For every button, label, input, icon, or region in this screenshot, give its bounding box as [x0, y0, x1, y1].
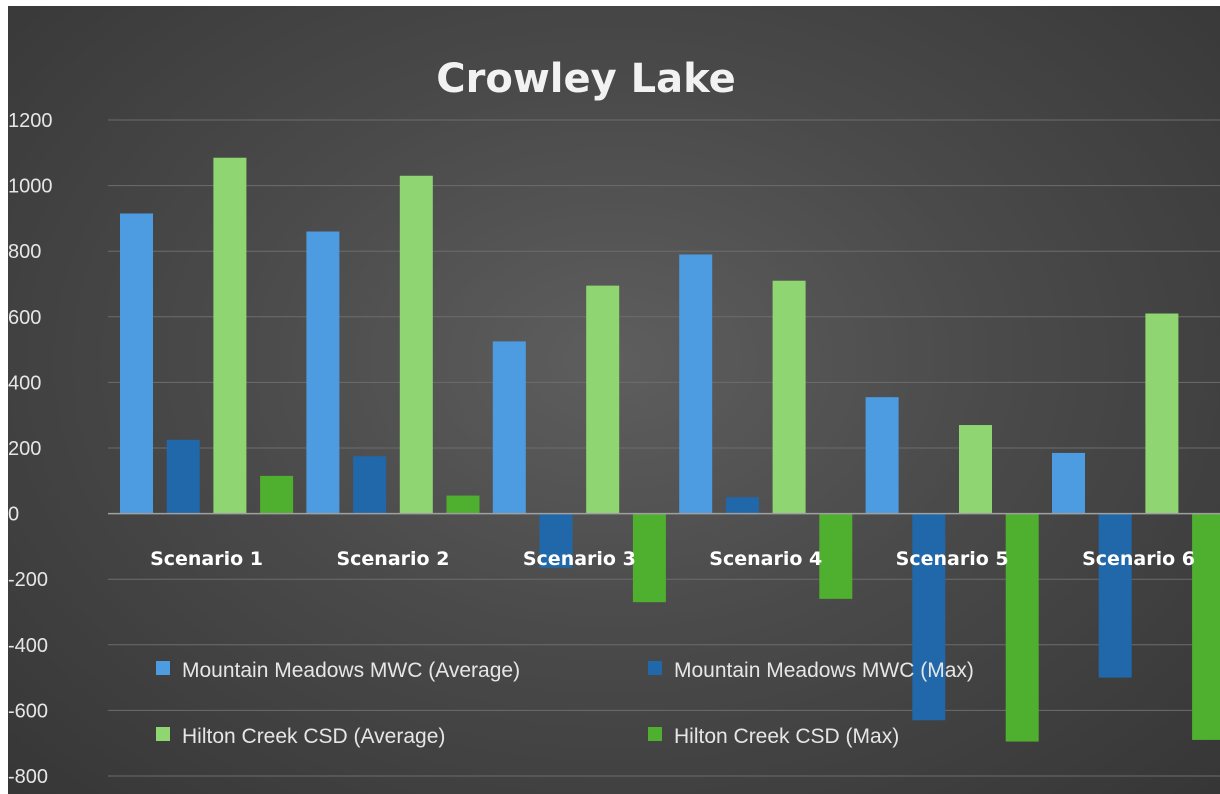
bar [1192, 513, 1220, 740]
bar [306, 231, 340, 514]
y-axis-ticks: 1200 1000 800 600 400 200 0 -200 -400 -600 -800 [8, 110, 53, 788]
chart-area: 1200 1000 800 600 400 200 0 -200 -400 -600 -800 Sc… [8, 6, 1220, 794]
bar [213, 157, 247, 514]
bar [679, 254, 713, 514]
legend-swatch [648, 727, 662, 741]
y-tick-label: 1200 [8, 110, 53, 132]
legend-label: Mountain Meadows MWC (Max) [674, 659, 974, 682]
bar [725, 497, 759, 514]
bar [120, 213, 153, 514]
bar [539, 513, 573, 568]
legend-label: Hilton Creek CSD (Max) [674, 725, 899, 748]
x-tick-label: Scenario 2 [336, 548, 449, 570]
bar [772, 280, 806, 514]
bar [865, 397, 899, 514]
y-tick-label: -200 [8, 569, 48, 591]
legend: Mountain Meadows MWC (Average) Mountain M… [156, 659, 974, 748]
bar [1098, 513, 1132, 678]
bar [1145, 313, 1179, 514]
legend-label: Mountain Meadows MWC (Average) [182, 659, 520, 682]
legend-swatch [156, 727, 170, 741]
bar [1005, 513, 1039, 742]
bar [399, 175, 433, 514]
x-tick-label: Scenario 1 [150, 548, 263, 570]
bar [586, 285, 620, 514]
x-tick-label: Scenario 5 [896, 548, 1009, 570]
bar [260, 475, 294, 514]
crowley-lake-chart: 1200 1000 800 600 400 200 0 -200 -400 -600 -800 Sc… [8, 56, 1220, 788]
y-tick-label: -800 [8, 766, 48, 788]
y-tick-label: 400 [8, 372, 41, 394]
legend-swatch [648, 661, 662, 675]
y-tick-label: -400 [8, 635, 48, 657]
x-tick-label: Scenario 4 [709, 548, 822, 570]
x-axis-ticks: Scenario 1 Scenario 2 Scenario 3 Scenario 4… [150, 548, 1195, 570]
bar [1052, 452, 1085, 514]
bar [166, 439, 200, 514]
bar [632, 513, 666, 603]
bar [353, 456, 387, 514]
x-tick-label: Scenario 6 [1082, 548, 1195, 570]
bars [120, 157, 1220, 742]
y-tick-label: 600 [8, 307, 41, 329]
bar [819, 513, 853, 599]
bar [492, 341, 526, 514]
legend-label: Hilton Creek CSD (Average) [182, 725, 445, 748]
chart-title: Crowley Lake [436, 56, 736, 102]
y-tick-label: 200 [8, 438, 41, 460]
bar [912, 513, 946, 721]
x-tick-label: Scenario 3 [523, 548, 636, 570]
y-tick-label: -600 [8, 700, 48, 722]
gridlines [108, 119, 1220, 777]
y-tick-label: 1000 [8, 176, 53, 198]
bar [446, 495, 480, 514]
legend-swatch [156, 661, 170, 675]
y-tick-label: 0 [8, 504, 19, 526]
y-tick-label: 800 [8, 241, 41, 263]
bar [959, 425, 992, 514]
